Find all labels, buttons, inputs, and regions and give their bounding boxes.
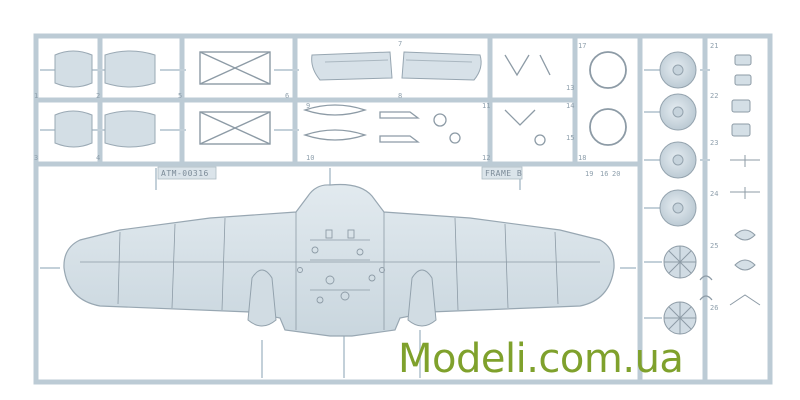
frame-name-text: FRAME B (485, 169, 522, 178)
svg-text:1: 1 (34, 92, 38, 100)
right-column-parts (729, 54, 761, 306)
svg-text:13: 13 (566, 84, 574, 92)
svg-text:16: 16 (600, 170, 608, 178)
svg-text:23: 23 (710, 139, 718, 147)
svg-text:5: 5 (178, 92, 182, 100)
wheel-parts (659, 51, 697, 227)
svg-text:15: 15 (566, 134, 574, 142)
svg-text:7: 7 (398, 40, 402, 48)
small-hooks (699, 275, 713, 301)
svg-text:26: 26 (710, 304, 718, 312)
svg-text:2: 2 (96, 92, 100, 100)
svg-text:19: 19 (585, 170, 593, 178)
svg-text:21: 21 (710, 42, 718, 50)
frame-code-text: ATM-00316 (161, 169, 209, 178)
svg-text:18: 18 (578, 154, 586, 162)
frame-name-label: FRAME B (481, 166, 523, 180)
svg-text:8: 8 (398, 92, 402, 100)
cowling-parts (54, 50, 156, 148)
svg-text:10: 10 (306, 154, 314, 162)
svg-text:6: 6 (285, 92, 289, 100)
watermark-text: Modeli.com.ua (398, 336, 684, 382)
svg-text:3: 3 (34, 154, 38, 162)
svg-text:22: 22 (710, 92, 718, 100)
main-wing-part (63, 183, 615, 337)
svg-text:4: 4 (96, 154, 100, 162)
svg-text:14: 14 (566, 102, 574, 110)
svg-text:12: 12 (482, 154, 490, 162)
sprue-gates (40, 69, 710, 378)
sprue-frame (33, 33, 773, 385)
engine-parts (663, 245, 697, 335)
stabilizer-parts (311, 51, 482, 81)
small-detail-parts (302, 54, 551, 146)
svg-text:24: 24 (710, 190, 718, 198)
svg-text:25: 25 (710, 242, 718, 250)
svg-text:20: 20 (612, 170, 620, 178)
svg-text:9: 9 (306, 102, 310, 110)
frame-code-label: ATM-00316 (157, 166, 217, 180)
svg-text:17: 17 (578, 42, 586, 50)
ring-parts (589, 51, 627, 146)
svg-text:11: 11 (482, 102, 490, 110)
cockpit-frame-parts (199, 51, 271, 145)
